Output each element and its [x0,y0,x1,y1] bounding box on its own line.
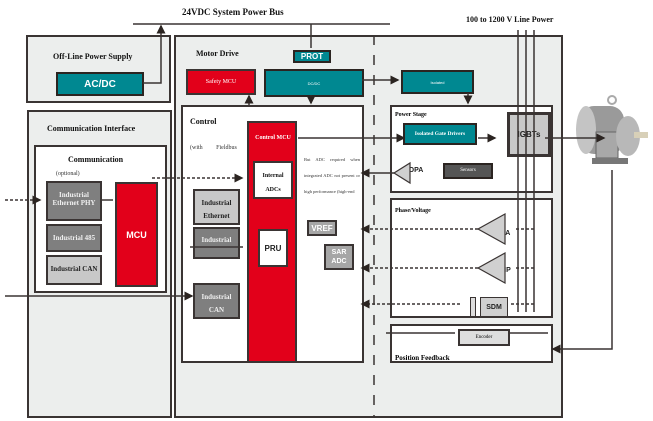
internal-adcs-block[interactable]: Internal ADCs [253,161,293,199]
comm-mcu-block[interactable]: MCU [115,182,158,287]
communication-title: Communication [68,155,124,164]
motor-drive-title: Motor Drive [196,49,239,58]
industrial-ethernet-phy-block[interactable]: Industrial Ethernet PHY [46,181,102,221]
adc-note: But ADC required when integrated ADC not… [304,157,360,194]
sdm-filter [470,297,476,317]
phase-voltage-title: Phase/Voltage [395,208,431,214]
control-title: Control [190,117,217,126]
phase-opa: OPA [495,229,511,237]
vref-block[interactable]: VREF [307,220,337,236]
position-feedback-box: Encoder Position Feedback [390,324,553,363]
control-box: Control (with Fieldbus Control MCU Inter… [181,105,364,363]
acdc-block[interactable]: AC/DC [56,72,144,96]
motor-image [572,92,652,172]
power-stage-box: Power Stage Isolated Gate Drivers IGBTs … [390,105,553,193]
offline-power-supply-title: Off-Line Power Supply [53,52,133,61]
pru-block[interactable]: PRU [258,229,288,267]
communication-interface-panel: Communication Interface Communication (o… [27,110,172,418]
isolated-gate-drivers-block[interactable]: Isolated Gate Drivers [403,123,477,145]
industrial-485-block[interactable]: Industrial 485 [46,224,102,252]
power-bus-label: 24VDC System Power Bus [182,7,284,17]
phase-voltage-box: Phase/Voltage OPA AMP SDM [390,198,553,318]
power-stage-title: Power Stage [395,112,427,118]
phase-amp: AMP [495,266,511,274]
encoder-block[interactable]: Encoder [458,329,510,346]
dcdc-block[interactable]: DC/DC [264,69,364,97]
fieldbus-industrial-block[interactable]: Industrial [193,227,240,259]
line-power-label: 100 to 1200 V Line Power [466,15,554,24]
control-mcu-label: Control MCU [255,135,291,141]
opa-sensor-amp: OPA [408,166,424,174]
sar-adc-block[interactable]: SAR ADC [324,244,354,270]
isolated-block[interactable]: Isolated [401,70,474,94]
position-feedback-title: Position Feedback [395,354,450,362]
sensors-block[interactable]: Sensors [443,163,493,179]
prot-block[interactable]: PROT [293,50,331,63]
motor-drive-panel: Motor Drive Safety MCU PROT DC/DC Isolat… [174,35,563,418]
control-note: (with Fieldbus [190,145,237,151]
optional-label: (optional) [56,171,80,177]
industrial-can-block[interactable]: Industrial CAN [46,255,102,285]
fieldbus-industrial-ethernet-block[interactable]: Industrial Ethernet [193,189,240,225]
communication-interface-title: Communication Interface [47,124,136,133]
control-mcu-block[interactable]: Control MCU Internal ADCs PRU [247,121,297,363]
motor-icon [576,95,648,164]
igbts-block[interactable]: IGBTs [507,112,551,157]
safety-mcu-block[interactable]: Safety MCU [186,69,256,95]
offline-power-supply-panel: Off-Line Power Supply AC/DC [26,35,171,103]
communication-box: Communication (optional) Industrial Ethe… [34,145,167,293]
fieldbus-industrial-can-block[interactable]: Industrial CAN [193,283,240,319]
sdm-block[interactable]: SDM [480,297,508,317]
